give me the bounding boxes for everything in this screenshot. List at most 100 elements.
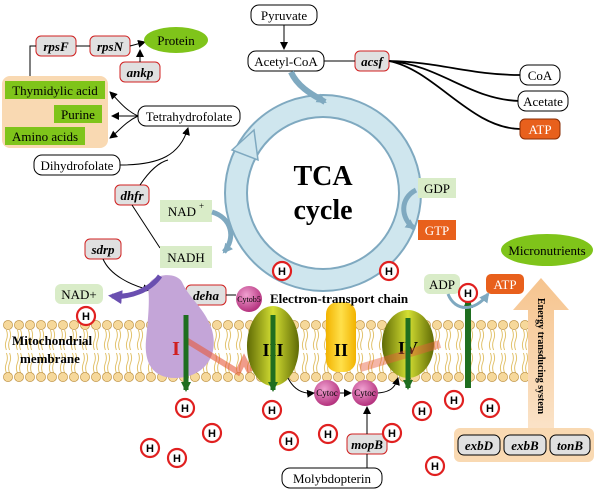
tca-label-line1: TCA	[293, 161, 353, 192]
proton-label: H	[324, 429, 332, 441]
proton-marker	[378, 260, 400, 282]
lipid-tail	[26, 329, 30, 351]
lipid-tail	[41, 329, 45, 351]
lipid-tail	[444, 352, 448, 374]
lipid-head	[102, 320, 112, 330]
lipid-head	[355, 320, 365, 330]
lipid-head	[3, 372, 13, 382]
lipid-tail	[455, 329, 459, 351]
tca-arrowhead	[230, 128, 259, 162]
purine-box	[54, 105, 102, 123]
lipid-tail	[48, 329, 52, 351]
lipid-tail	[74, 352, 78, 374]
lipid-tail	[30, 352, 34, 374]
etc-label: Electron-transport chain	[270, 291, 409, 306]
lipid-tail	[477, 329, 481, 351]
acetate-box	[517, 90, 569, 112]
lipid-head	[421, 372, 431, 382]
lipid-tail	[129, 352, 133, 374]
complex-II-label: II	[334, 340, 348, 360]
atp-bottom-box	[486, 274, 524, 294]
nadh-label: NADH	[167, 250, 205, 265]
lipid-tail	[52, 329, 56, 351]
proton-label: H	[146, 443, 154, 455]
gdp-label: GDP	[424, 181, 450, 196]
lipid-tail	[312, 329, 316, 351]
micronutrients-label: Micronutrients	[508, 243, 585, 258]
lipid-tail	[444, 329, 448, 351]
proton-label: H	[388, 428, 396, 440]
proton-marker	[457, 282, 479, 304]
lipid-head	[146, 372, 156, 382]
gdp-to-gtp-arrow	[401, 187, 418, 231]
lipid-tail	[228, 352, 232, 374]
lipid-tail	[103, 352, 107, 374]
lipid-tail	[448, 329, 452, 351]
coa-label: CoA	[528, 68, 553, 83]
lipid-tail	[136, 329, 140, 351]
lipid-tail	[30, 329, 34, 351]
proton-marker	[278, 430, 300, 452]
proton-label: H	[173, 453, 181, 465]
lipid-tail	[74, 329, 78, 351]
complex-I-shape	[145, 275, 214, 378]
proton-marker	[261, 399, 283, 421]
lipid-tail	[114, 329, 118, 351]
lipid-tail	[492, 352, 496, 374]
energy-transducing-system: Energy transducing system exbD exbB tonB	[454, 278, 594, 462]
lipid-head	[487, 372, 497, 382]
lipid-tail	[514, 352, 518, 374]
lipid-head	[344, 372, 354, 382]
lipid-tail	[52, 352, 56, 374]
lipid-tail	[503, 329, 507, 351]
lipid-tail	[492, 329, 496, 351]
lipid-head	[454, 320, 464, 330]
lipid-tail	[140, 352, 144, 374]
exbB-label: exbB	[511, 438, 539, 453]
lipid-tail	[96, 352, 100, 374]
lipid-tail	[356, 329, 360, 351]
lipid-tail	[70, 329, 74, 351]
deha-label: deha	[193, 288, 220, 303]
cytob5-label: Cytob5	[237, 295, 261, 304]
atp-top-box	[519, 118, 561, 140]
lipid-tail	[19, 352, 23, 374]
lipid-head	[69, 320, 79, 330]
lipid-tail	[92, 352, 96, 374]
proton-label: H	[385, 266, 393, 278]
lipid-tail	[15, 329, 19, 351]
proton-label: H	[431, 461, 439, 473]
lipid-head	[58, 372, 68, 382]
lipid-head	[366, 320, 376, 330]
lipid-tail	[59, 329, 63, 351]
lipid-tail	[437, 329, 441, 351]
tonB-gene	[549, 434, 591, 456]
lipid-tail	[19, 329, 23, 351]
lipid-head	[476, 320, 486, 330]
lipid-tail	[499, 329, 503, 351]
molybdopterin-module: mopB Molybdopterin	[281, 406, 388, 489]
acetyl-to-tca-arrow	[288, 70, 327, 105]
lipid-head	[377, 372, 387, 382]
lipid-tail	[433, 352, 437, 374]
proton-label: H	[208, 428, 216, 440]
nad-plus-label: NAD	[168, 204, 196, 219]
lipid-tail	[367, 352, 371, 374]
lipid-tail	[96, 329, 100, 351]
lipid-tail	[301, 329, 305, 351]
lipid-head	[113, 372, 123, 382]
exbD-label: exbD	[465, 438, 494, 453]
lipid-tail	[360, 352, 364, 374]
membrane-label-line2: membrane	[20, 351, 80, 366]
proton-marker	[479, 397, 501, 419]
lipid-tail	[107, 329, 111, 351]
lipid-tail	[514, 329, 518, 351]
exbB-gene	[503, 434, 547, 456]
energy-arrow-shape	[513, 278, 569, 430]
lipid-tail	[481, 352, 485, 374]
acetyl-coa-label: Acetyl-CoA	[254, 54, 318, 69]
acsf-label: acsf	[361, 54, 384, 69]
acetyl-coa-module: Pyruvate Acetyl-CoA acsf CoA Acetate ATP	[247, 4, 569, 140]
